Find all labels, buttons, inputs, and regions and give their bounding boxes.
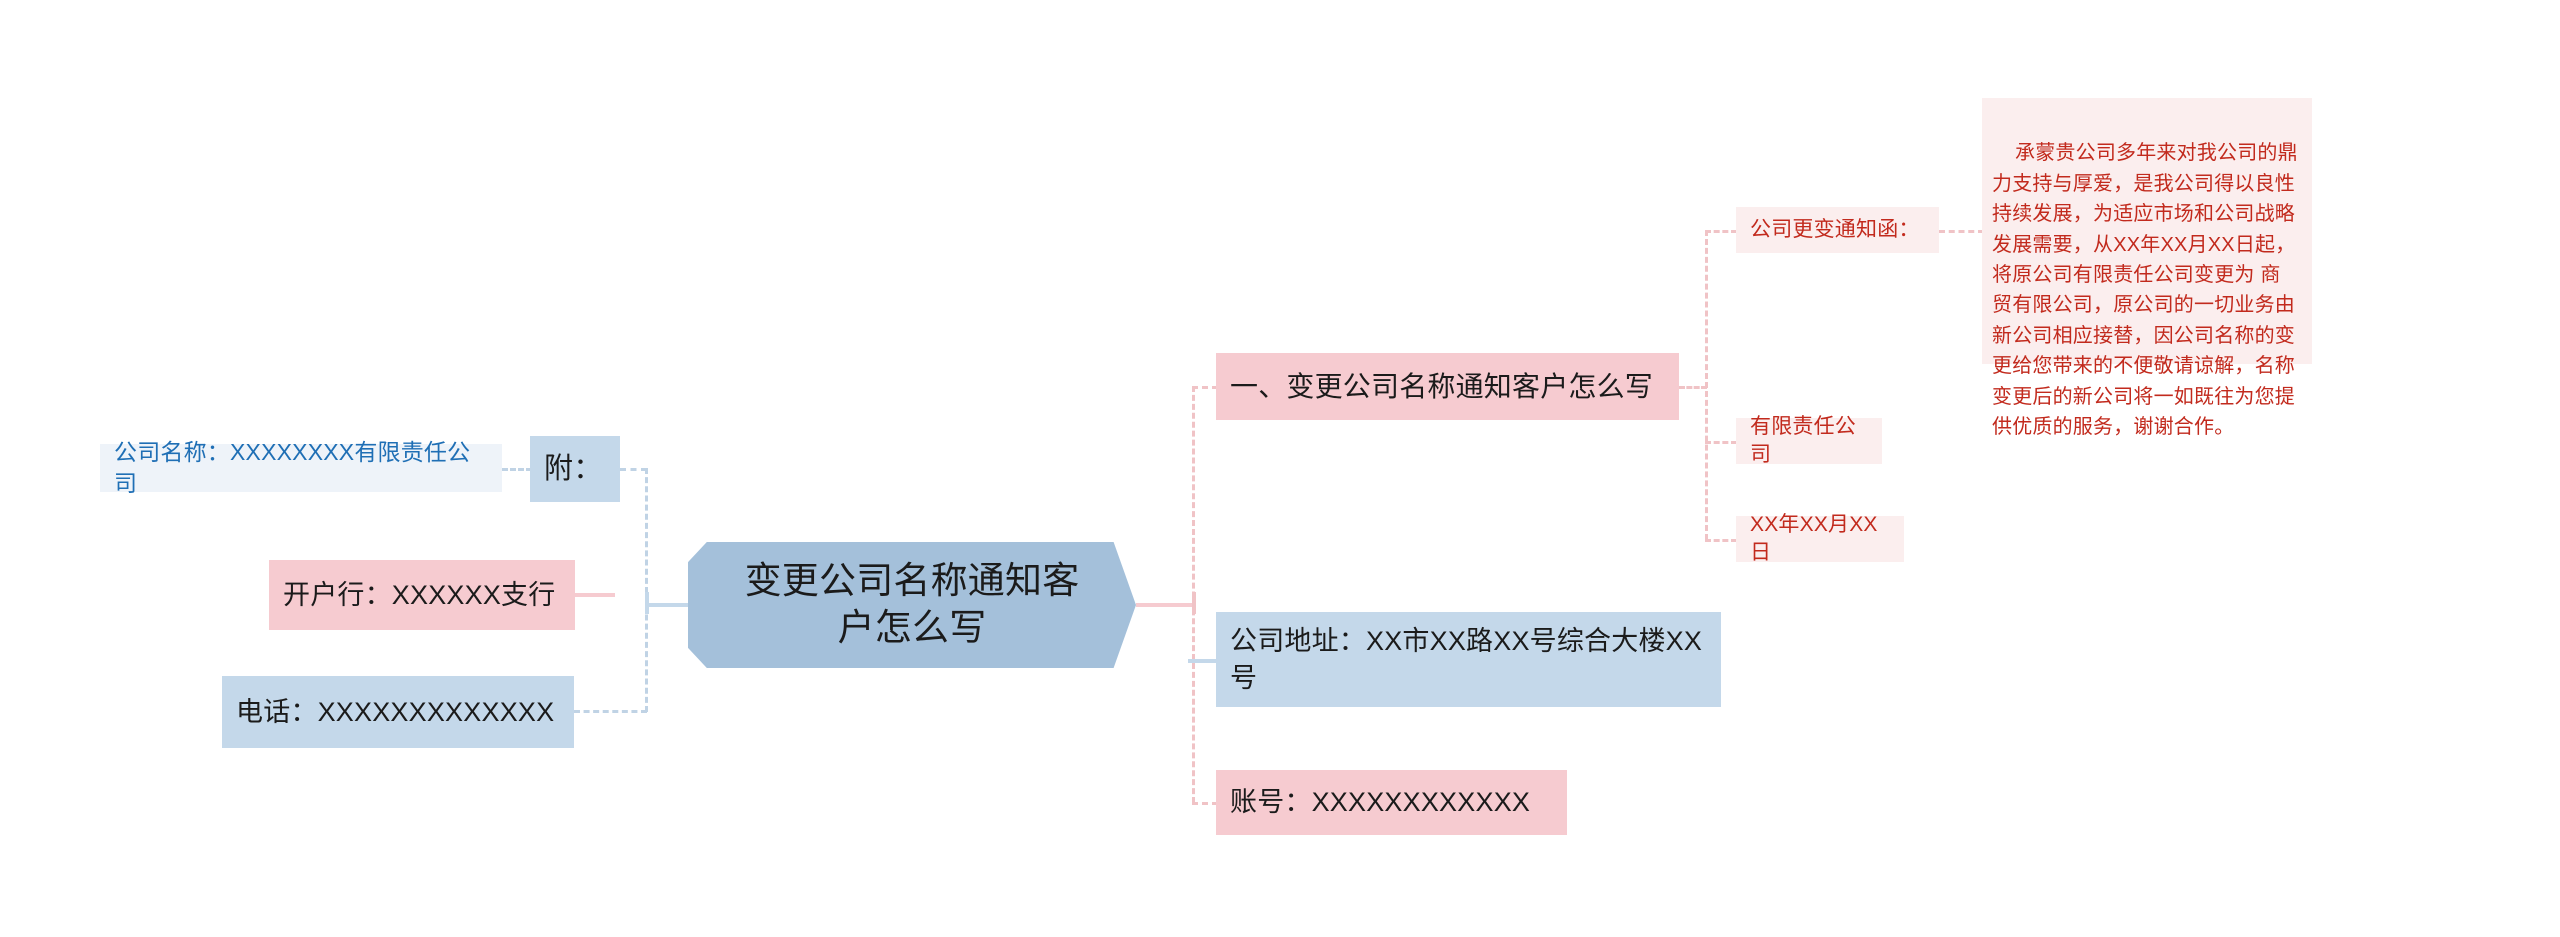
connector-spine-to-attachment [620,468,647,471]
node-notice-letter-title-label: 公司更变通知函： [1750,217,1920,241]
node-company-name-label: 公司名称：XXXXXXXX有限责任公司 [114,439,471,496]
node-date[interactable]: XX年XX月XX日 [1736,513,1904,564]
connector-left-spine-tick [645,592,649,614]
node-notice-letter-title[interactable]: 公司更变通知函： [1736,207,1939,253]
connector-left-spine [645,468,648,712]
connector-right-spine-to-topic [1192,386,1218,389]
connector-right-spine-to-address [1188,659,1218,663]
node-company-name[interactable]: 公司名称：XXXXXXXX有限责任公司 [100,439,502,496]
node-topic-heading-label: 一、变更公司名称通知客户怎么写 [1230,370,1654,402]
node-llc[interactable]: 有限责任公司 [1736,415,1882,466]
connector-right-spine-tick [1192,592,1196,614]
connector-sub-spine-to-letter-title [1705,230,1737,233]
node-company-address[interactable]: 公司地址：XX市XX路XX号综合大楼XX号 [1216,612,1721,707]
node-company-address-label: 公司地址：XX市XX路XX号综合大楼XX号 [1230,626,1703,693]
node-bank-branch-label: 开户行：XXXXXX支行 [283,579,556,610]
central-node-label: 变更公司名称通知客户怎么写 [744,560,1080,648]
connector-spine-to-bank [575,593,615,597]
node-account-number[interactable]: 账号：XXXXXXXXXXXX [1216,770,1567,835]
node-attachment-label: 附： [544,452,603,485]
node-attachment[interactable]: 附： [530,436,620,502]
node-phone[interactable]: 电话：XXXXXXXXXXXXX [222,676,574,748]
node-account-number-label: 账号：XXXXXXXXXXXX [1230,787,1531,818]
connector-sub-spine-to-llc [1705,441,1737,444]
connector-sub-spine [1705,230,1708,540]
connector-attachment-to-company-name [502,468,532,471]
node-bank-branch[interactable]: 开户行：XXXXXX支行 [269,560,575,630]
node-notice-body-text: 承蒙贵公司多年来对我公司的鼎力支持与厚爱，是我公司得以良性持续发展，为适应市场和… [1992,142,2298,438]
connector-letter-title-to-body [1939,230,1984,233]
connector-spine-to-phone [574,710,647,713]
central-node[interactable]: 变更公司名称通知客户怎么写 [688,542,1136,668]
connector-left-spine-to-central [645,603,690,607]
connector-sub-spine-to-date [1705,539,1737,542]
connector-topic-to-sub-spine [1679,386,1707,389]
node-notice-body[interactable]: 承蒙贵公司多年来对我公司的鼎力支持与厚爱，是我公司得以良性持续发展，为适应市场和… [1982,98,2312,438]
node-date-label: XX年XX月XX日 [1750,512,1878,564]
node-topic-heading[interactable]: 一、变更公司名称通知客户怎么写 [1216,353,1679,420]
connector-right-spine-to-account [1192,802,1218,805]
node-llc-label: 有限责任公司 [1750,414,1856,466]
connector-central-to-right-spine [1136,603,1194,607]
node-phone-label: 电话：XXXXXXXXXXXXX [236,696,555,727]
